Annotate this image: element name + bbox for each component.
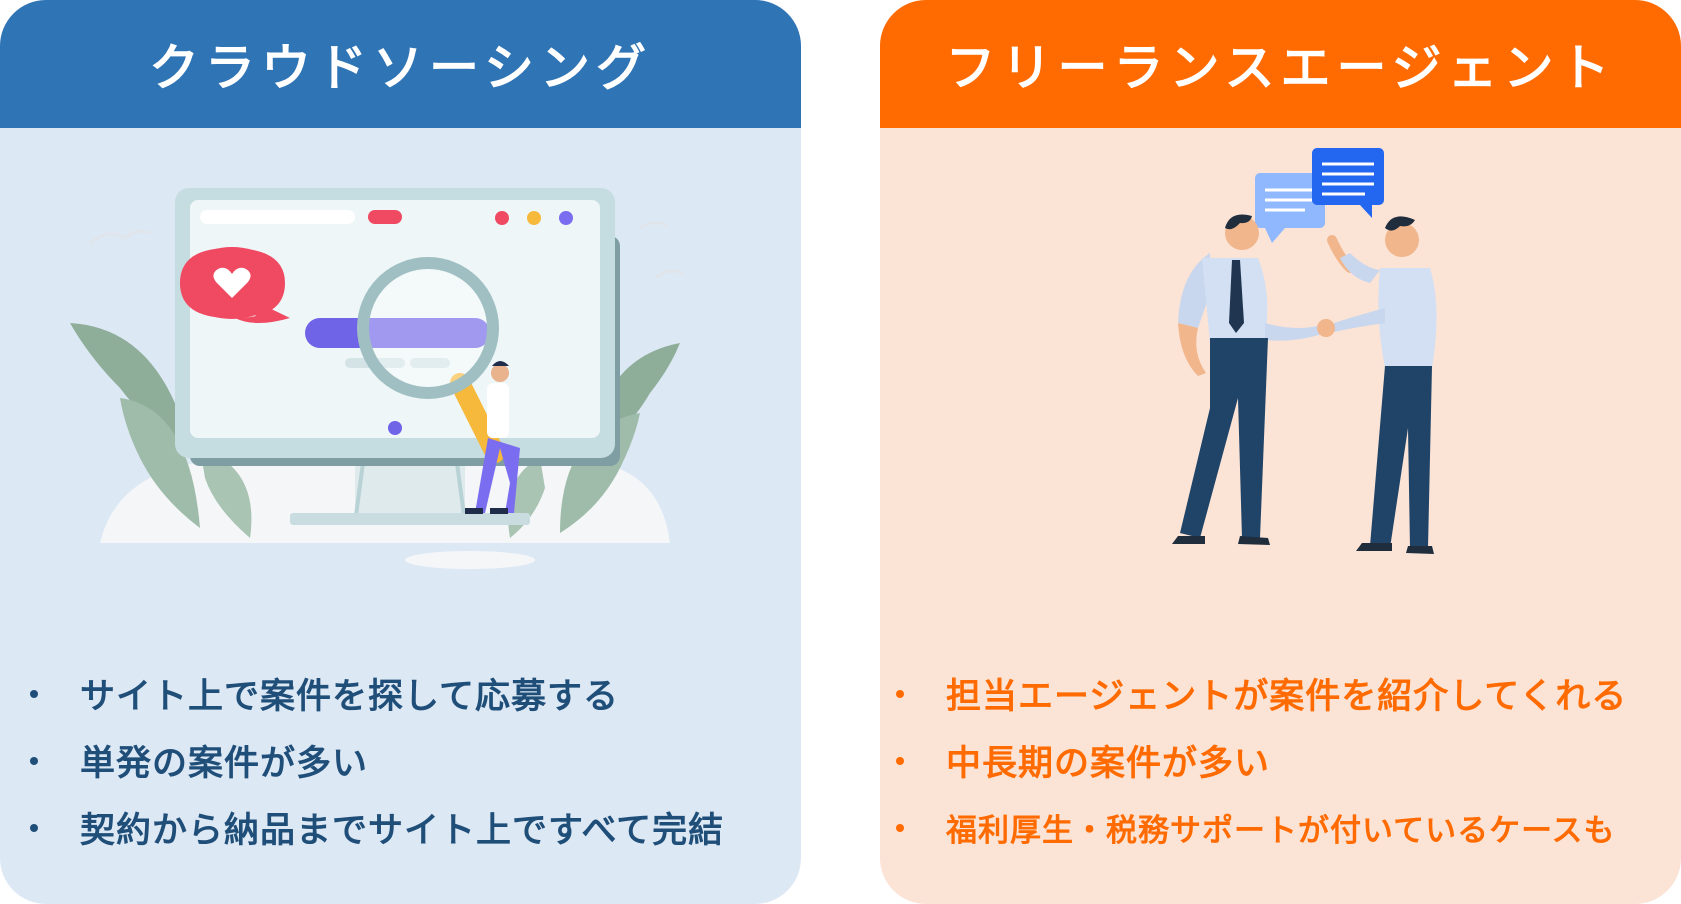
bullet-icon	[896, 689, 904, 698]
bullet-icon	[30, 756, 38, 765]
crowdsourcing-bullet-list: サイト上で案件を探して応募する 単発の案件が多い 契約から納品までサイト上ですべ…	[30, 660, 724, 861]
list-item: サイト上で案件を探して応募する	[30, 660, 724, 727]
list-item: 福利厚生・税務サポートが付いているケースも	[896, 794, 1627, 861]
monitor-search-icon	[70, 188, 686, 569]
bullet-icon	[896, 823, 904, 832]
freelance-agent-title: フリーランスエージェント	[880, 0, 1681, 128]
list-item: 単発の案件が多い	[30, 727, 724, 794]
bullet-icon	[896, 756, 904, 765]
bullet-icon	[30, 689, 38, 698]
crowdsourcing-title: クラウドソーシング	[0, 0, 801, 128]
crowdsourcing-card: クラウドソーシング	[0, 0, 801, 904]
freelance-agent-bullet-list: 担当エージェントが案件を紹介してくれる 中長期の案件が多い 福利厚生・税務サポー…	[896, 660, 1627, 861]
list-item: 契約から納品までサイト上ですべて完結	[30, 794, 724, 861]
bullet-icon	[30, 823, 38, 832]
list-item: 担当エージェントが案件を紹介してくれる	[896, 660, 1627, 727]
list-item: 中長期の案件が多い	[896, 727, 1627, 794]
handshake-icon	[1172, 148, 1437, 554]
freelance-agent-card: フリーランスエージェント	[880, 0, 1681, 904]
